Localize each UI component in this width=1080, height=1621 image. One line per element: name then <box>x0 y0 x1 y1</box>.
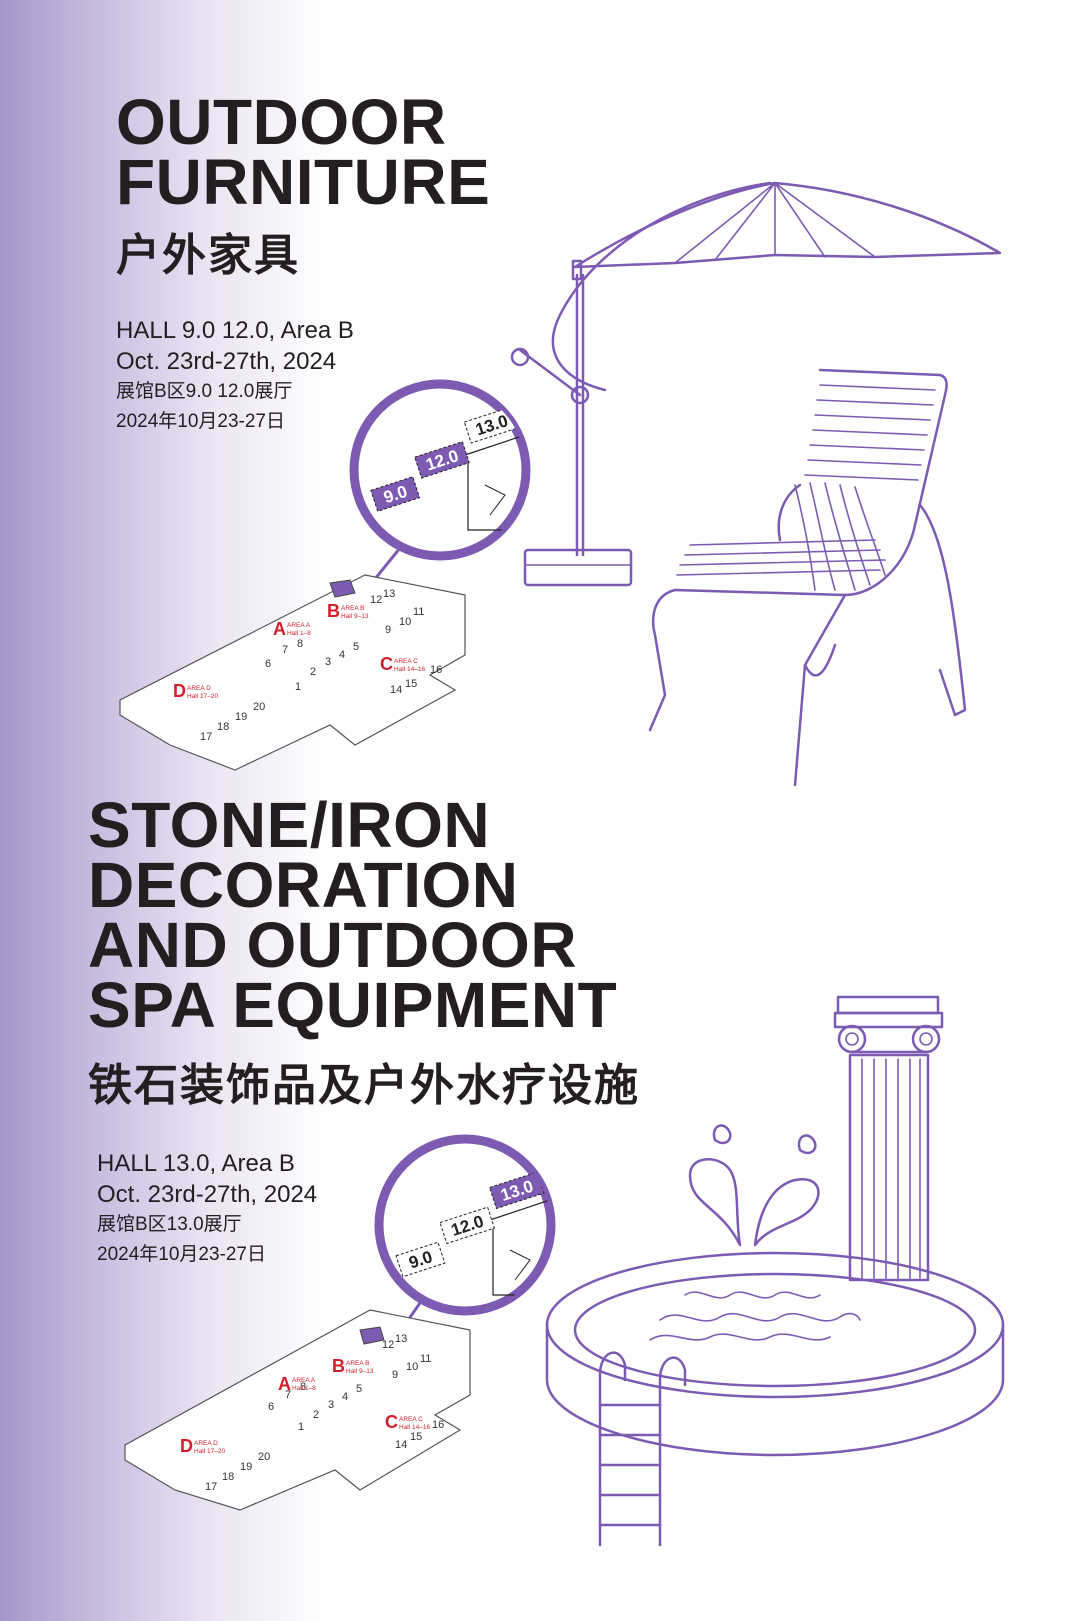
section2-info: HALL 13.0, Area B Oct. 23rd-27th, 2024 展… <box>97 1148 317 1270</box>
section2-dates: Oct. 23rd-27th, 2024 <box>97 1181 318 1208</box>
svg-text:4: 4 <box>339 649 345 661</box>
map2-area-b-label: AREA B <box>346 1360 369 1367</box>
map2-area-d: D <box>180 1436 193 1456</box>
svg-text:5: 5 <box>353 641 359 653</box>
map2-area-c-label: AREA C <box>399 1416 423 1423</box>
chair-illustration <box>648 368 967 787</box>
map1-area-c-label: AREA C <box>394 658 418 665</box>
svg-text:8: 8 <box>300 1381 306 1393</box>
svg-text:10: 10 <box>406 1361 418 1373</box>
svg-text:14: 14 <box>390 684 402 696</box>
svg-text:15: 15 <box>405 678 417 690</box>
map2-area-b-halls: Hall 9–13 <box>346 1368 374 1375</box>
svg-text:19: 19 <box>240 1461 252 1473</box>
svg-text:5: 5 <box>356 1383 362 1395</box>
map1-area-c-halls: Hall 14–16 <box>394 666 425 673</box>
map2-area-c: C <box>385 1412 398 1432</box>
svg-text:17: 17 <box>200 731 212 743</box>
map1-area-d: D <box>173 681 186 701</box>
map2-area-c-halls: Hall 14–16 <box>399 1424 430 1431</box>
section2-title-cn: 铁石装饰品及户外水疗设施 <box>88 1061 640 1110</box>
svg-text:17: 17 <box>205 1481 217 1493</box>
svg-text:16: 16 <box>432 1419 444 1431</box>
map2-area-d-label: AREA D <box>194 1440 218 1447</box>
map2-area-d-halls: Hall 17–20 <box>194 1448 225 1455</box>
svg-text:9: 9 <box>392 1369 398 1381</box>
section1-dates-cn: 2024年10月23-27日 <box>116 411 285 432</box>
svg-text:9: 9 <box>385 624 391 636</box>
svg-text:12: 12 <box>370 594 382 606</box>
section2-title-line3: AND OUTDOOR <box>88 909 578 981</box>
svg-text:11: 11 <box>413 606 424 618</box>
map2-area-a-halls: Hall 1–8 <box>292 1385 316 1392</box>
map1-area-b: B <box>327 601 340 621</box>
svg-text:10: 10 <box>399 616 411 628</box>
svg-text:18: 18 <box>217 721 229 733</box>
svg-text:20: 20 <box>253 701 265 713</box>
svg-text:12: 12 <box>382 1339 394 1351</box>
section2-dates-cn: 2024年10月23-27日 <box>97 1244 266 1265</box>
section2-hall: HALL 13.0, Area B <box>97 1150 295 1177</box>
left-gradient-band <box>0 0 330 1621</box>
svg-text:13: 13 <box>395 1333 407 1345</box>
ladder-illustration <box>598 1351 687 1547</box>
section2-title-line4: SPA EQUIPMENT <box>88 969 618 1041</box>
svg-text:6: 6 <box>268 1401 274 1413</box>
pool-illustration <box>545 1251 1005 1457</box>
section1-dates: Oct. 23rd-27th, 2024 <box>116 348 337 375</box>
svg-text:3: 3 <box>325 656 331 668</box>
svg-text:11: 11 <box>420 1353 431 1365</box>
map1-area-a-label: AREA A <box>287 622 311 629</box>
svg-text:8: 8 <box>297 638 303 650</box>
umbrella-illustration <box>510 181 1002 587</box>
svg-text:16: 16 <box>430 664 442 676</box>
map1-area-b-label: AREA B <box>341 605 364 612</box>
map2-area-b: B <box>332 1356 345 1376</box>
svg-text:1: 1 <box>295 681 301 693</box>
section1-info: HALL 9.0 12.0, Area B Oct. 23rd-27th, 20… <box>116 315 354 437</box>
magnifier-callout-1: 9.0 12.0 13.0 <box>349 379 531 596</box>
map2-area-a: A <box>278 1374 291 1394</box>
map2-area-a-label: AREA A <box>292 1377 316 1384</box>
svg-text:7: 7 <box>282 644 288 656</box>
svg-text:1: 1 <box>298 1421 304 1433</box>
svg-text:7: 7 <box>285 1389 291 1401</box>
fountain-illustration <box>688 1124 820 1247</box>
section1-hall-cn: 展馆B区9.0 12.0展厅 <box>116 381 293 402</box>
svg-text:20: 20 <box>258 1451 270 1463</box>
svg-text:13: 13 <box>383 588 395 600</box>
map1-area-d-halls: Hall 17–20 <box>187 693 218 700</box>
svg-text:4: 4 <box>342 1391 348 1403</box>
column-illustration <box>833 995 944 1282</box>
map1-area-b-halls: Hall 9–13 <box>341 613 369 620</box>
section2-title-line1: STONE/IRON <box>88 789 491 861</box>
svg-text:19: 19 <box>235 711 247 723</box>
map1-area-c: C <box>380 654 393 674</box>
map1-area-a-halls: Hall 1–8 <box>287 630 311 637</box>
section2-title: STONE/IRON DECORATION AND OUTDOOR SPA EQ… <box>88 789 618 1041</box>
magnifier-callout-2: 9.0 12.0 13.0 <box>374 1134 556 1354</box>
map1-area-a: A <box>273 619 286 639</box>
section2-title-line2: DECORATION <box>88 849 519 921</box>
section1-hall: HALL 9.0 12.0, Area B <box>116 317 354 344</box>
section2-hall-cn: 展馆B区13.0展厅 <box>97 1214 242 1235</box>
svg-text:18: 18 <box>222 1471 234 1483</box>
map1-area-d-label: AREA D <box>187 685 211 692</box>
svg-text:3: 3 <box>328 1399 334 1411</box>
section1-title-line1: OUTDOOR <box>116 86 447 158</box>
svg-text:2: 2 <box>313 1409 319 1421</box>
svg-text:6: 6 <box>265 658 271 670</box>
section1-title: OUTDOOR FURNITURE <box>116 86 491 218</box>
section1-title-line2: FURNITURE <box>116 146 491 218</box>
section1-title-cn: 户外家具 <box>116 231 300 280</box>
svg-text:15: 15 <box>410 1431 422 1443</box>
svg-text:14: 14 <box>395 1439 407 1451</box>
svg-text:2: 2 <box>310 666 316 678</box>
